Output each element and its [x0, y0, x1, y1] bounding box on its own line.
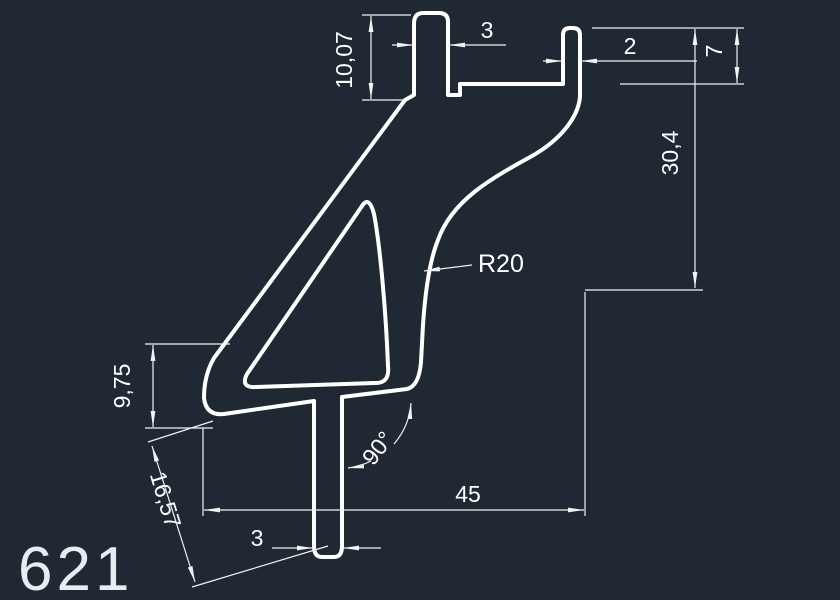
dimension-label-3-top: 3 [481, 17, 494, 43]
dimension-label-r20: R20 [478, 250, 524, 278]
part-number: 621 [18, 535, 133, 600]
dimension-label-90deg: 90° [357, 426, 399, 469]
dimension-90deg: 90° [347, 402, 413, 470]
dimension-10-07: 10,07 [331, 14, 411, 101]
dimension-r20: R20 [423, 250, 524, 278]
dimension-line [151, 445, 196, 583]
dimension-label-9-75: 9,75 [109, 364, 135, 409]
dimension-label-10-07: 10,07 [331, 31, 357, 89]
dimension-45: 45 [202, 292, 586, 516]
dimension-2: 2 [543, 33, 697, 64]
dimension-30-4: 30,4 [585, 29, 703, 291]
dimension-3-top: 3 [392, 17, 506, 48]
dimension-label-30-4: 30,4 [657, 130, 683, 175]
profile-cavity [242, 200, 391, 390]
leader-line [423, 264, 473, 272]
angle-arc [393, 402, 413, 445]
extension-line [191, 545, 329, 588]
profile-outline [202, 11, 582, 559]
dimension-7: 7 [592, 27, 744, 85]
dimension-label-2: 2 [624, 33, 637, 59]
profile-section [202, 11, 582, 559]
dimension-label-45: 45 [455, 481, 481, 507]
dimension-label-16-57: 16,57 [145, 468, 187, 531]
dimension-label-3-bottom: 3 [251, 525, 264, 551]
dimension-3-bottom: 3 [251, 525, 381, 551]
extension-line [147, 420, 214, 443]
dimension-9-75: 9,75 [109, 343, 230, 429]
angle-arc [347, 460, 372, 469]
dimension-label-7: 7 [701, 45, 727, 58]
dimension-16-57: 16,57 [145, 420, 329, 588]
